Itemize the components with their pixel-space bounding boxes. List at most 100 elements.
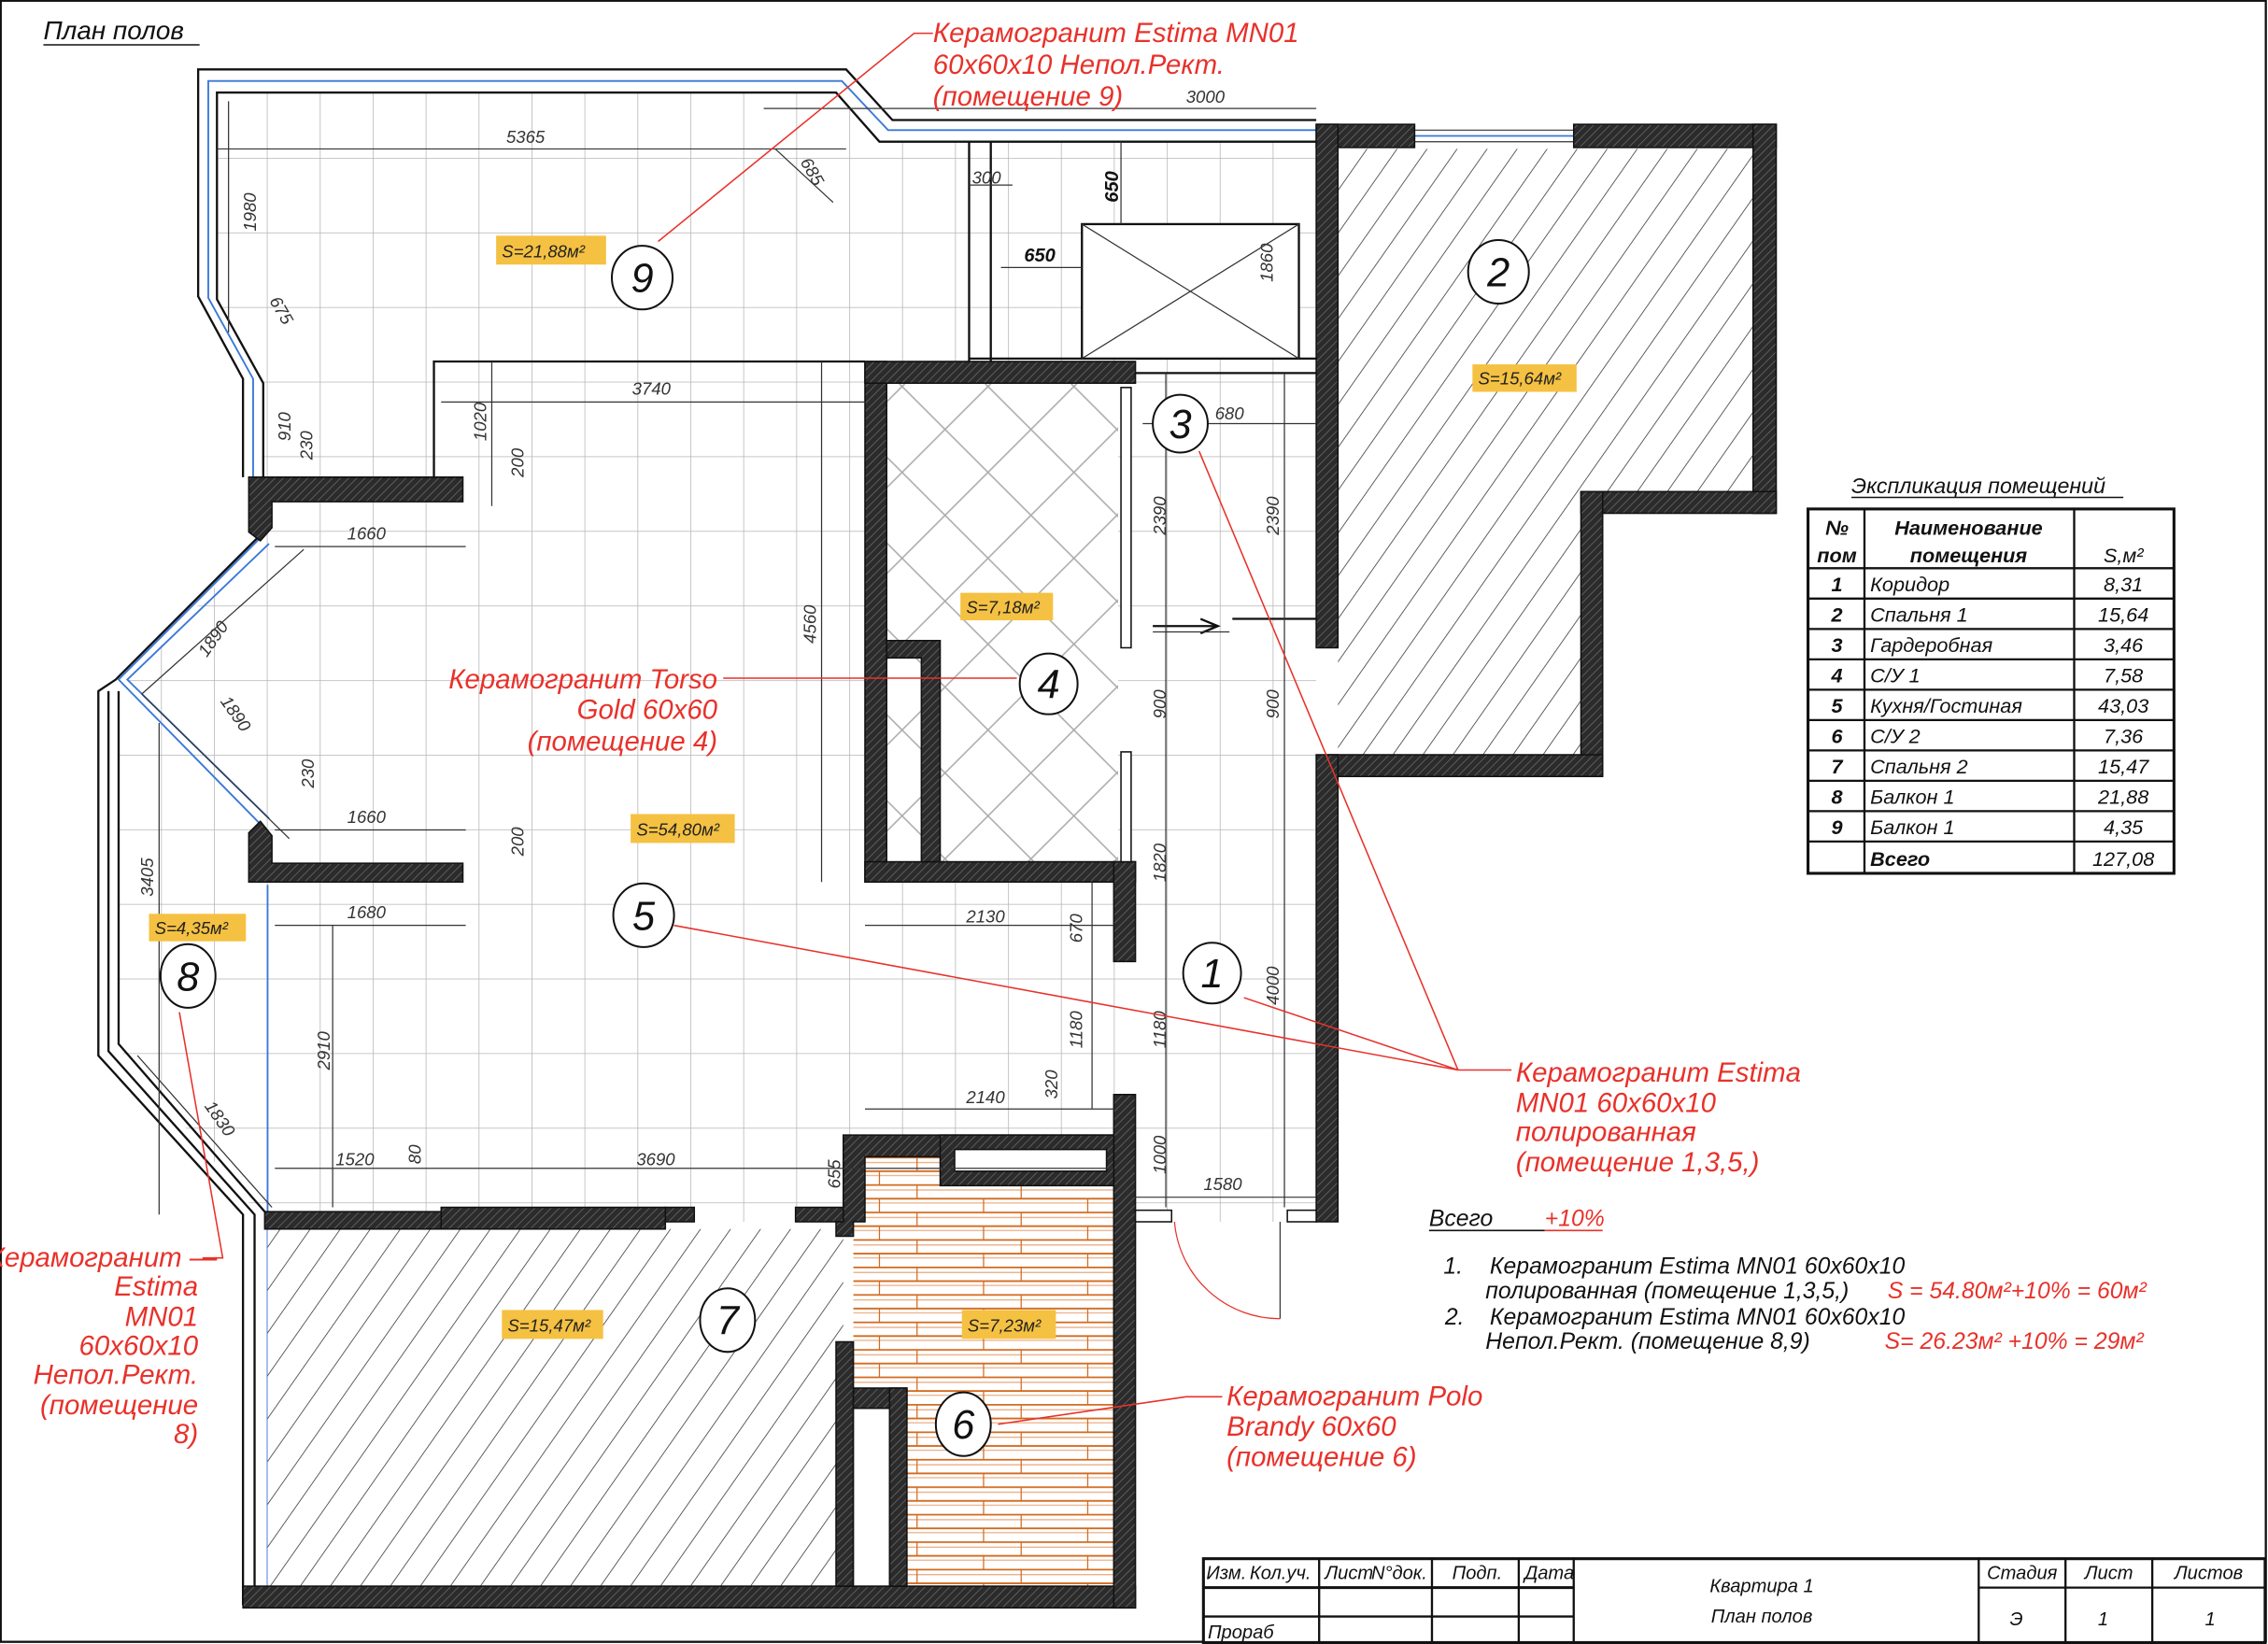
dimension-label: 900 [1150,689,1169,719]
svg-text:S=4,35м²: S=4,35м² [155,918,229,938]
room-2-hatch [1338,149,1753,756]
svg-text:Керамогранит Estima MN01 60x6: Керамогранит Estima MN01 60x60x10 [1490,1305,1906,1330]
glass-partition [1120,751,1132,863]
svg-text:S=15,47м²: S=15,47м² [508,1316,591,1336]
annotation-balcony-8: Керамогранит — Estima MN01 60x60x10 Непо… [0,1242,218,1450]
table-cell-room-name: С/У 1 [1870,664,1921,687]
dimension-lines [136,101,1317,1215]
dimension-label: 655 [825,1159,844,1189]
svg-text:помещения: помещения [1910,544,2028,567]
svg-text:7: 7 [716,1299,741,1344]
room-marker-5: 5 [612,882,675,948]
table-cell-room-name: Спальня 1 [1870,603,1968,627]
area-label-room-4: S=7,18м² [960,592,1054,621]
dimension-label: 650 [1102,171,1123,203]
svg-text:S = 54.80м²+10% = 60м²: S = 54.80м²+10% = 60м² [1888,1279,2148,1304]
explication-table: Экспликация помещений № пом Наименование… [1807,474,2176,875]
table-cell-room-number: 9 [1832,815,1843,839]
svg-text:Керамогранит —: Керамогранит — [0,1242,218,1273]
svg-text:Листов: Листов [2173,1563,2243,1583]
table-cell-room-number: 2 [1831,603,1843,627]
svg-text:(помещение 1,3,5,): (помещение 1,3,5,) [1516,1147,1760,1178]
area-label-room-5: S=54,80м² [631,814,735,843]
annotation-room-4: Керамогранит Torso Gold 60x60 (помещение… [448,664,717,758]
svg-text:S=7,18м²: S=7,18м² [966,597,1040,616]
dimension-label: 2390 [1150,496,1169,536]
dimension-label: 300 [972,168,1002,188]
dimension-label: 4560 [800,604,819,644]
svg-text:N°док.: N°док. [1371,1563,1427,1583]
material-summary: Всего +10% 1. Керамогранит Estima MN01 6… [1429,1207,2148,1355]
dimension-label: 1680 [347,902,387,922]
dimension-label: 1520 [335,1150,375,1169]
entrance-door [1134,1209,1317,1320]
table-cell-room-area: 7,36 [2104,725,2144,748]
annotation-balcony-9: Керамогранит Estima MN01 60x60x10 Непол.… [933,18,1299,112]
table-cell-room-area: 43,03 [2098,694,2148,717]
svg-text:Э: Э [2010,1609,2023,1630]
dimension-label: 200 [508,827,528,857]
svg-text:S=21,88м²: S=21,88м² [502,242,585,262]
table-cell-room-name: Гардеробная [1870,633,1992,657]
svg-text:8: 8 [177,955,199,999]
dimension-label: 1020 [470,402,489,441]
table-cell-room-area: 4,35 [2104,815,2144,839]
svg-text:Непол.Рект.: Непол.Рект. [34,1359,198,1390]
svg-text:MN01 60x60x10: MN01 60x60x10 [1516,1087,1717,1118]
table-cell-room-name: Балкон 1 [1870,815,1954,839]
dimension-label: 910 [275,411,294,441]
svg-text:MN01: MN01 [125,1301,198,1332]
table-cell-room-name: Коридор [1870,573,1949,596]
dimension-labels: 5365 1980 675 910 230 3740 1020 200 1660… [137,87,1283,1194]
svg-text:(помещение 9): (помещение 9) [933,81,1123,112]
svg-text:Brandy 60x60: Brandy 60x60 [1226,1411,1396,1442]
dimension-label: 2390 [1263,496,1283,536]
explication-title: Экспликация помещений [1851,474,2105,498]
table-cell-room-name: С/У 2 [1870,725,1921,748]
room-5-boundary [432,360,865,477]
svg-text:Изм.: Изм. [1206,1563,1246,1583]
dimension-label: 650 [1024,246,1056,266]
svg-text:Дата: Дата [1523,1563,1574,1583]
ventilation-shaft [1081,222,1300,361]
dimension-label: 900 [1263,689,1283,719]
dimension-label: 200 [508,447,528,478]
table-cell-room-area: 21,88 [2097,786,2148,809]
dimension-label: 1580 [1203,1174,1242,1194]
table-cell-room-area: 15,64 [2098,603,2148,627]
svg-text:Кол.уч.: Кол.уч. [1250,1563,1311,1583]
svg-text:(помещение: (помещение [40,1390,198,1421]
dimension-label: 1860 [1257,243,1277,282]
annotation-rooms-1-3-5: Керамогранит Estima MN01 60x60x10 полиро… [1516,1057,1801,1178]
annotation-room-6: Керамогранит Polo Brandy 60x60 (помещени… [1226,1382,1482,1473]
svg-text:Всего: Всего [1429,1207,1493,1232]
table-cell-room-name: Спальня 2 [1870,755,1968,778]
svg-text:S=15,64м²: S=15,64м² [1479,369,1562,389]
dimension-label: 1980 [240,192,260,232]
dimension-label: 80 [405,1144,425,1164]
balcony-9-outline [196,68,1317,477]
svg-text:S=7,23м²: S=7,23м² [968,1316,1042,1336]
dimension-label: 320 [1042,1070,1061,1099]
svg-text:60x60x10: 60x60x10 [79,1330,199,1361]
svg-text:4: 4 [1038,663,1060,708]
dimension-label: 3740 [632,379,672,399]
svg-text:3: 3 [1169,403,1191,447]
area-label-room-7: S=15,47м² [502,1310,603,1339]
room-7-hatch [267,1228,843,1587]
table-cell-room-area: 7,58 [2104,664,2143,687]
svg-text:Gold 60x60: Gold 60x60 [577,694,718,725]
svg-text:Керамогранит Torso: Керамогранит Torso [448,664,717,695]
dimension-label: 1660 [347,807,387,827]
svg-text:1.: 1. [1443,1254,1463,1280]
svg-text:9: 9 [631,257,653,302]
room-marker-7: 7 [699,1287,757,1353]
svg-text:1: 1 [2098,1609,2108,1630]
dimension-label: 680 [1215,404,1245,423]
dimension-label: 230 [296,431,316,461]
room-marker-6: 6 [934,1391,992,1457]
dimension-label: 230 [298,758,318,789]
dimension-label: 1000 [1150,1135,1169,1174]
svg-text:1: 1 [2204,1609,2215,1630]
